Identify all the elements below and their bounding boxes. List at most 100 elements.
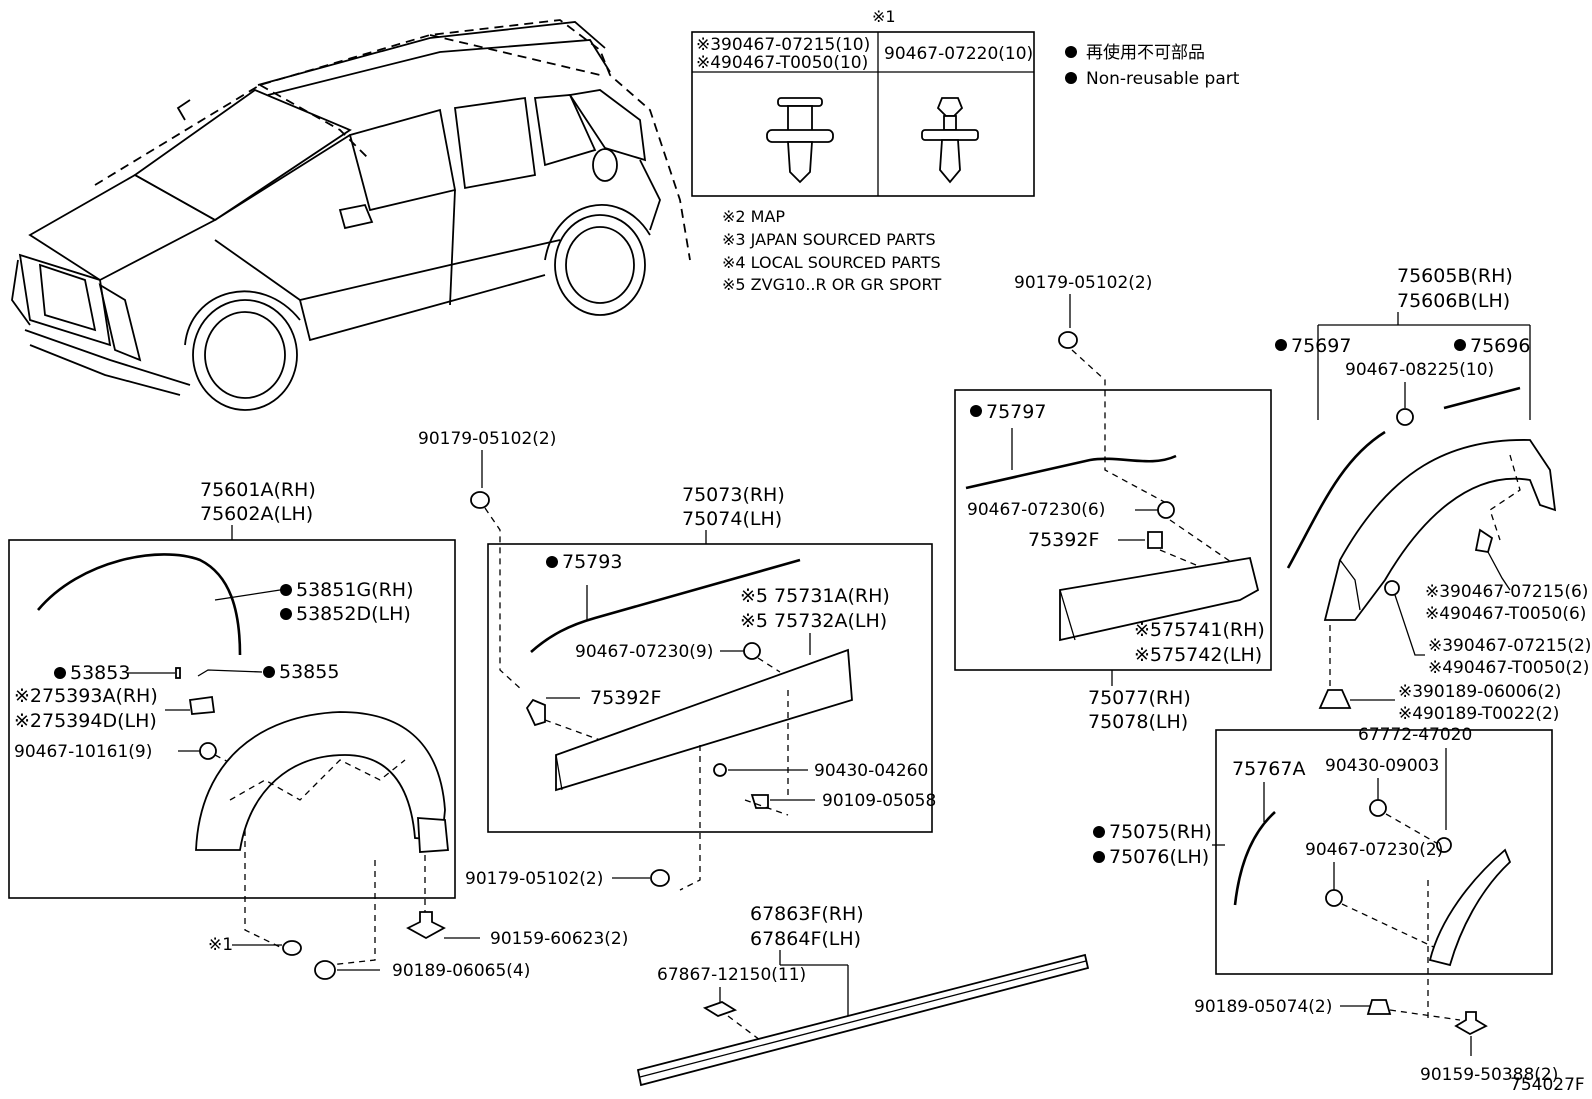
clip-icon	[743, 642, 761, 660]
rear-door-75741-label: ※575741(RH)	[1134, 619, 1265, 641]
legend-right-clip-label: 90467-07220(10)	[884, 44, 1033, 64]
rear-fender-group: 75605B(RH) 75606B(LH) 75697 75696 90467-…	[1275, 265, 1591, 724]
washer-icon	[713, 763, 727, 777]
front-title-lh: 75602A(LH)	[200, 503, 313, 525]
nut-icon	[1058, 331, 1078, 349]
pin-icon	[1147, 531, 1163, 549]
legend-note-mark: ※1	[872, 7, 896, 26]
rear-lower-67772-label: 67772-47020	[1358, 725, 1472, 745]
rear-jp-clip2-label: ※390467-07215(2)	[1428, 636, 1591, 656]
rear-door-75797-label: 75797	[986, 401, 1046, 423]
pin-icon	[525, 698, 546, 727]
rear-75697-label: 75697	[1291, 335, 1351, 357]
rear-clip-top-label: 90467-08225(10)	[1345, 360, 1494, 380]
legend-jp-clip-label: ※390467-07215(10)	[696, 35, 870, 55]
note-local: ※4 LOCAL SOURCED PARTS	[722, 253, 941, 272]
door-75392-label: 75392F	[590, 687, 661, 709]
rear-title-rh: 75605B(RH)	[1397, 265, 1513, 287]
grommet-icon	[314, 960, 336, 980]
front-75393-label: ※275393A(RH)	[14, 685, 158, 707]
rear-lower-75076-label: 75076(LH)	[1109, 846, 1209, 868]
clip-legend-box: ※1 ※390467-07215(10) ※490467-T0050(10) 9…	[691, 7, 1035, 197]
rocker-clip-label: 67867-12150(11)	[657, 965, 806, 985]
map-pad-icon	[188, 695, 216, 715]
grommet-icon	[1366, 999, 1392, 1015]
front-53851-label: 53851G(RH)	[296, 579, 413, 601]
rear-lower-75767-label: 75767A	[1232, 758, 1305, 780]
non-reusable-en: Non-reusable part	[1086, 69, 1240, 89]
front-bolt-label: 90159-60623(2)	[490, 929, 628, 949]
rocker-molding-group: 67863F(RH) 67864F(LH) 67867-12150(11)	[636, 903, 1090, 1087]
front-53855-label: 53855	[279, 661, 339, 683]
clip-icon	[702, 1001, 738, 1017]
nut-icon	[650, 869, 670, 887]
bolt-icon	[1454, 1011, 1488, 1036]
front-clip-label: 90467-10161(9)	[14, 742, 152, 762]
front-top-fastener-label: 90179-05102(2)	[418, 429, 556, 449]
clip-icon	[1396, 408, 1414, 426]
rear-lower-clip-label: 90467-07230(2)	[1305, 840, 1443, 860]
clip-icon	[1436, 837, 1452, 853]
source-notes: ※2 MAP ※3 JAPAN SOURCED PARTS ※4 LOCAL S…	[722, 207, 941, 294]
rear-jp-clip6-label: ※390467-07215(6)	[1425, 582, 1588, 602]
door-clip-label: 90467-07230(9)	[575, 642, 713, 662]
rear-door-title-rh: 75077(RH)	[1088, 687, 1191, 709]
door-75793-label: 75793	[562, 551, 622, 573]
clip-icon	[1384, 580, 1400, 596]
rear-door-75742-label: ※575742(LH)	[1134, 644, 1262, 666]
clip-push-rivet-icon	[766, 97, 834, 184]
door-title-rh: 75073(RH)	[682, 484, 785, 506]
rear-lower-75075-label: 75075(RH)	[1109, 821, 1212, 843]
rear-lc-clip2-label: ※490467-T0050(2)	[1428, 658, 1589, 678]
legend-local-clip-label: ※490467-T0050(10)	[696, 53, 868, 73]
front-grommet-label: 90189-06065(4)	[392, 961, 530, 981]
rear-lc-grom-label: ※490189-T0022(2)	[1398, 704, 1559, 724]
rear-lower-grommet-label: 90189-05074(2)	[1194, 997, 1332, 1017]
door-75731-label: ※5 75731A(RH)	[740, 585, 890, 607]
front-fender-group: 75601A(RH) 75602A(LH) 90179-05102(2) 538…	[8, 429, 628, 981]
bolt-icon	[406, 911, 446, 940]
rear-door-title-lh: 75078(LH)	[1088, 711, 1188, 733]
door-title-lh: 75074(LH)	[682, 508, 782, 530]
diagram-code: 754027F	[1510, 1075, 1585, 1095]
vehicle-illustration	[11, 19, 691, 411]
rear-door-molding-group: 90179-05102(2) 75797 90467-07230(6) 7539…	[954, 273, 1272, 733]
rear-jp-grom-label: ※390189-06006(2)	[1398, 682, 1561, 702]
note-japan: ※3 JAPAN SOURCED PARTS	[722, 230, 936, 249]
front-53852-label: 53852D(LH)	[296, 603, 411, 625]
front-title-rh: 75601A(RH)	[200, 479, 316, 501]
clip-icon	[199, 742, 217, 760]
screw-icon	[750, 794, 769, 809]
door-bottom-fastener-label: 90179-05102(2)	[465, 869, 603, 889]
front-75394-label: ※275394D(LH)	[14, 710, 157, 732]
rear-lc-clip6-label: ※490467-T0050(6)	[1425, 604, 1586, 624]
note-map: ※2 MAP	[722, 207, 785, 226]
front-53853-label: 53853	[70, 662, 130, 684]
washer-icon	[1369, 799, 1387, 817]
door-molding-group: 75073(RH) 75074(LH) 75793 ※5 75731A(RH) …	[465, 484, 936, 891]
door-75732-label: ※5 75732A(LH)	[740, 610, 887, 632]
clip-christmas-tree-icon	[921, 97, 979, 184]
rocker-title-lh: 67864F(LH)	[750, 928, 861, 950]
clip-icon	[1325, 889, 1343, 907]
clip-icon	[1474, 528, 1494, 554]
rear-door-75392-label: 75392F	[1028, 529, 1099, 551]
rear-title-lh: 75606B(LH)	[1397, 290, 1510, 312]
grommet-icon	[1318, 689, 1352, 709]
rear-75696-label: 75696	[1470, 335, 1530, 357]
note-sport: ※5 ZVG10..R OR GR SPORT	[722, 275, 941, 294]
rear-lower-washer-label: 90430-09003	[1325, 756, 1439, 776]
non-reusable-legend: 再使用不可部品 Non-reusable part	[1065, 42, 1240, 89]
front-note1-label: ※1	[208, 935, 233, 955]
rear-door-clip-label: 90467-07230(6)	[967, 500, 1105, 520]
clip-icon	[282, 940, 302, 956]
rear-lower-bolt-label: 90159-50388(2)	[1420, 1065, 1558, 1085]
door-screw-label: 90109-05058	[822, 791, 936, 811]
rocker-title-rh: 67863F(RH)	[750, 903, 864, 925]
clip-icon	[1157, 501, 1175, 519]
nut-icon	[470, 491, 490, 509]
non-reusable-jp: 再使用不可部品	[1086, 42, 1205, 63]
rear-door-top-fastener-label: 90179-05102(2)	[1014, 273, 1152, 293]
door-washer-label: 90430-04260	[814, 761, 928, 781]
